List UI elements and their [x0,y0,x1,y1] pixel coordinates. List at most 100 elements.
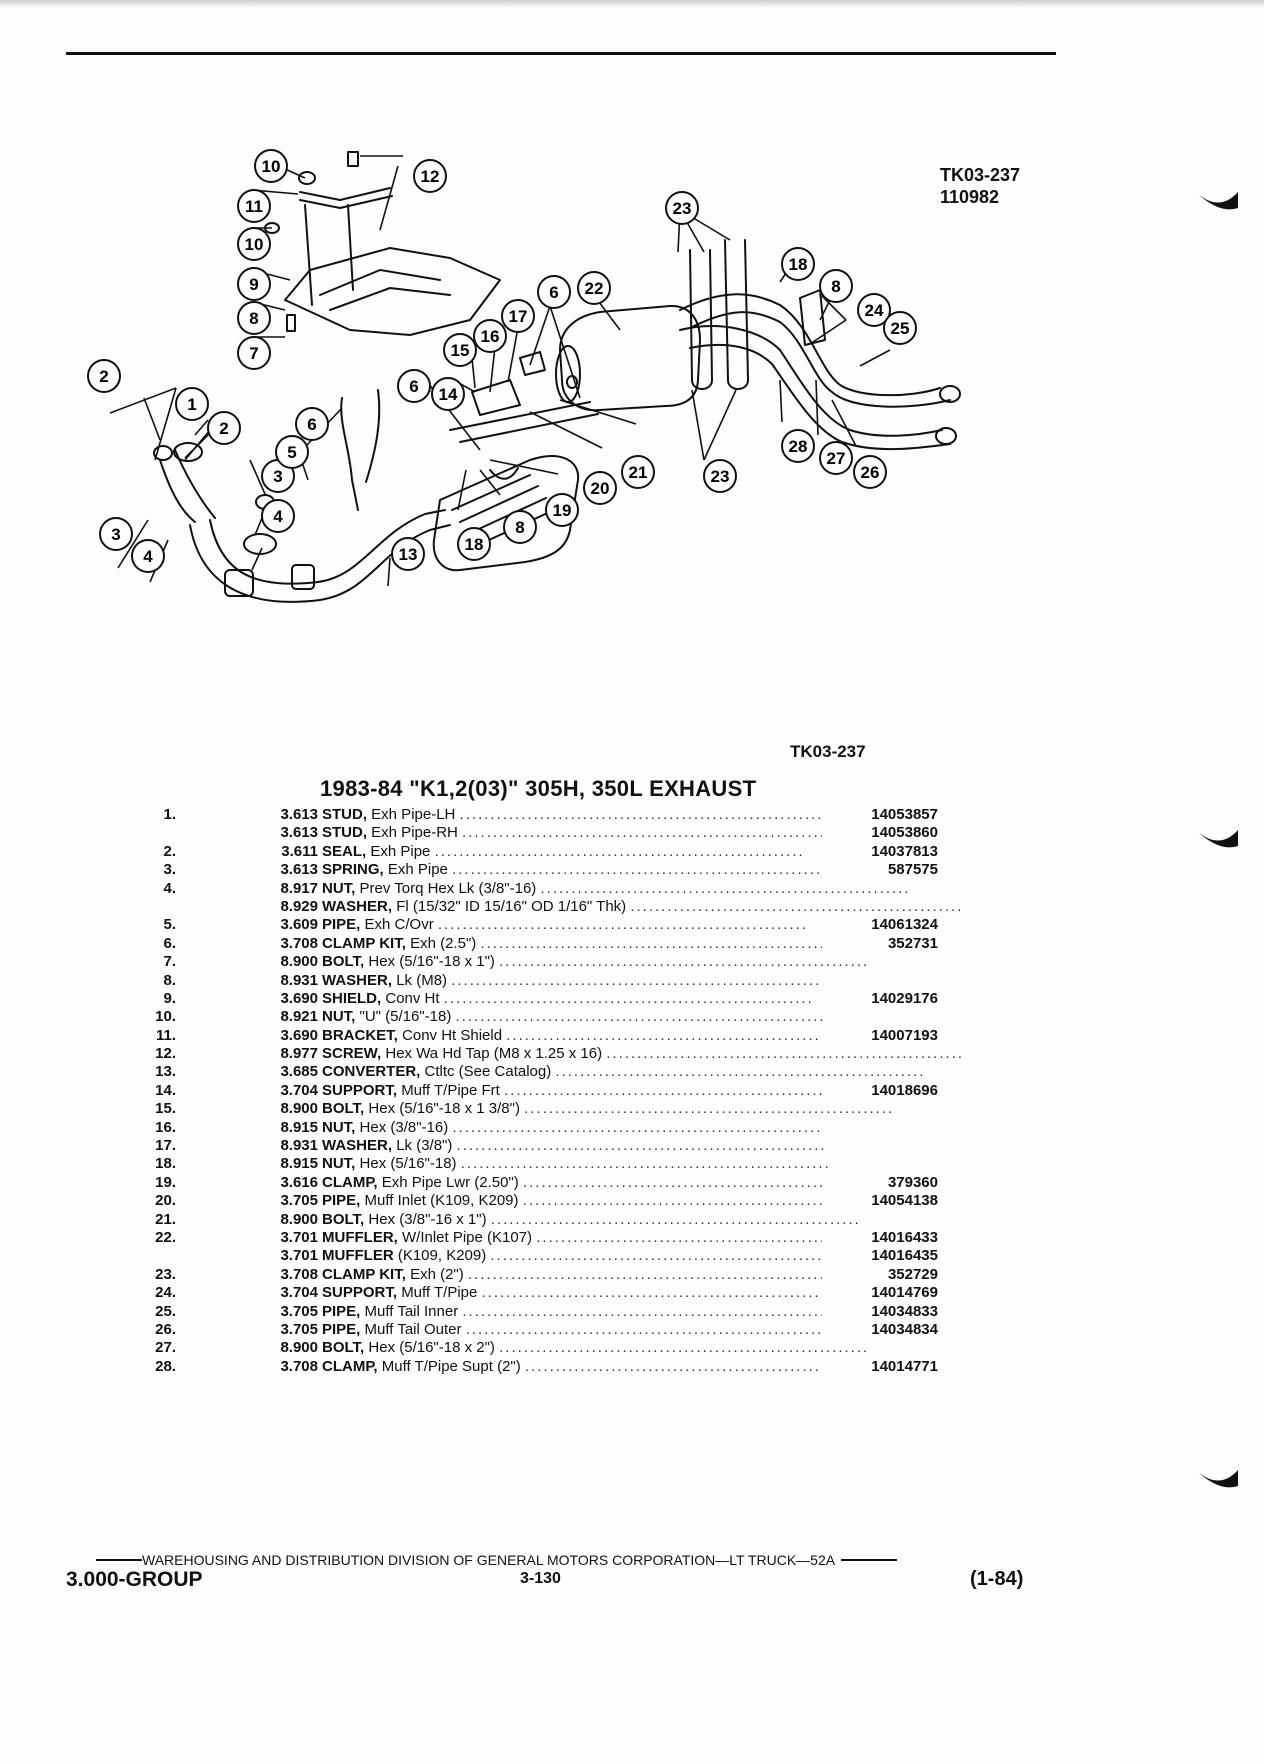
part-name: WASHER, [322,1137,393,1155]
footer-division-line: WAREHOUSING AND DISTRIBUTION DIVISION OF… [96,1552,1036,1568]
ref-number: 14. [155,1081,176,1099]
leader-dots: ........................................… [524,1357,895,1375]
part-name: CONVERTER, [322,1063,421,1081]
part-number: 352731 [822,934,938,954]
part-detail: Hex (5/16"-18) [359,1155,457,1173]
group-number: 3.685 [280,1063,318,1081]
leader-dots: ........................................… [465,1320,836,1338]
leader-dots: ........................................… [456,1137,827,1155]
part-description: BOLT, Hex (5/16"-18 x 1 3/8") ..........… [322,1100,962,1118]
part-number: 14053857 [822,806,938,825]
part-description: STUD, Exh Pipe-LH ......................… [322,806,962,824]
part-description: CLAMP KIT, Exh (2.5") ..................… [322,935,962,953]
part-description: SUPPORT, Muff T/Pipe Frt ...............… [322,1082,962,1100]
callout-number: 13 [399,545,418,564]
callout-number: 15 [451,341,470,360]
callout-circle [473,319,507,353]
callout-circle [621,455,655,489]
leader-dots: ........................................… [451,971,822,989]
ref-number: 9. [163,989,176,1007]
part-name: BOLT, [322,1210,365,1228]
part-number: 352729 [822,1265,938,1285]
group-number: 8.900 [280,1210,318,1228]
group-number: 8.929 [280,897,318,915]
part-detail: Ctltc (See Catalog) [424,1063,552,1081]
part-description: SHIELD, Conv Ht ........................… [322,990,962,1008]
callout-number: 6 [549,283,558,302]
part-number: 14016435 [822,1247,938,1266]
leader-dots: ........................................… [437,916,808,934]
heat-shield-shape [284,247,501,336]
leader-dots: ........................................… [443,989,814,1007]
ref-number: 6. [163,934,176,952]
muffler-shape [559,304,701,412]
callout-number: 2 [99,367,108,386]
part-description: PIPE, Muff Inlet (K109, K209) ..........… [322,1192,962,1210]
leader-dots: ........................................… [480,934,851,952]
group-number: 3.704 [280,1284,318,1302]
ref-number: 18. [155,1155,176,1173]
leader-dots: ........................................… [462,1302,833,1320]
leader-dots: ........................................… [522,1192,893,1210]
group-number: 3.708 [280,1357,318,1375]
part-name: CLAMP, [322,1357,378,1375]
ref-number: 8. [163,971,176,989]
ref-number: 26. [155,1320,176,1338]
group-number: 3.705 [280,1192,318,1210]
callout-circle [131,539,165,573]
callout-circle [583,471,617,505]
punch-mark [1198,830,1238,848]
callout-circle [175,387,209,421]
part-detail: W/Inlet Pipe (K107) [402,1228,533,1246]
part-detail: Exh (2") [410,1265,464,1283]
part-name: CLAMP KIT, [322,934,406,952]
footer-rule-left [96,1559,142,1561]
group-number: 3.613 [280,824,318,842]
leader-dots: ........................................… [540,879,911,897]
group-number: 3.701 [280,1247,318,1265]
callout-number: 10 [262,157,281,176]
callout-circle [237,267,271,301]
part-number: 14016433 [822,1228,938,1248]
callout-number: 23 [673,199,692,218]
figure-id: TK03-237 110982 [940,164,1020,208]
part-name: WASHER, [322,897,393,915]
part-name: MUFFLER, [322,1228,398,1246]
callout-number: 3 [111,525,120,544]
part-detail: Conv Ht [385,989,440,1007]
callout-number: 4 [273,507,283,526]
callout-number: 20 [591,479,610,498]
group-number: 3.705 [280,1320,318,1338]
leader-dots: ........................................… [606,1045,962,1063]
part-number: 14018696 [822,1081,938,1101]
part-description: WASHER, Lk (3/8") ......................… [322,1137,962,1155]
part-name: CLAMP KIT, [322,1265,406,1283]
part-detail: Muff T/Pipe Frt [401,1081,500,1099]
callout-number: 23 [711,467,730,486]
part-description: WASHER, Lk (M8) ........................… [322,972,962,990]
callout-circle [295,407,329,441]
leader-dots: ........................................… [452,861,823,879]
group-number: 3.690 [280,989,318,1007]
callout-number: 27 [827,449,846,468]
group-number: 8.921 [280,1008,318,1026]
ref-number: 12. [155,1045,176,1063]
ref-number: 27. [155,1339,176,1357]
part-detail: (K109, K209) [397,1247,487,1265]
callout-number: 7 [249,344,258,363]
part-name: SHIELD, [322,989,382,1007]
part-name: CLAMP, [322,1173,378,1191]
callout-circle [537,275,571,309]
group-number: 8.900 [280,953,318,971]
